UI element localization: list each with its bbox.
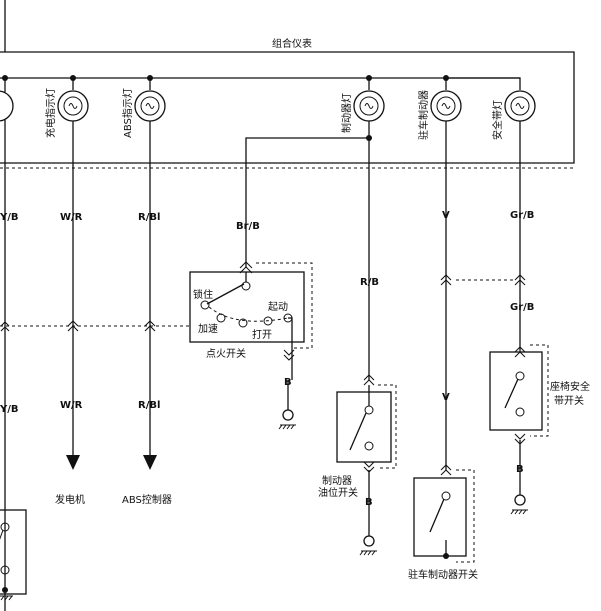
ignition-lock-label: 锁住 xyxy=(193,288,213,301)
wire-label: V xyxy=(442,392,450,403)
ignition-switch-label: 点火开关 xyxy=(206,347,246,360)
wire-label: R/B xyxy=(360,277,379,288)
ignition-start-label: 起动 xyxy=(268,301,288,313)
wire-label: Y/B xyxy=(0,212,19,223)
seatbelt-switch-label-2: 带开关 xyxy=(554,394,584,407)
charge-lamp: 充电指示灯 xyxy=(44,78,89,470)
abs-lamp-label: ABS指示灯 xyxy=(121,88,134,138)
seatbelt-lamp-label: 安全带灯 xyxy=(491,100,504,140)
ignition-switch: 锁住 起动 加速 打开 点火开关 xyxy=(189,262,313,380)
wire-label: R/Bl xyxy=(138,212,160,223)
seatbelt-switch-label-1: 座椅安全 xyxy=(550,380,590,393)
wire-label: W/R xyxy=(60,400,83,411)
brake-fluid-label-1: 制动器 xyxy=(322,474,352,487)
ignition-ground xyxy=(278,380,296,430)
wire-label: W/R xyxy=(60,212,83,223)
charge-lamp-label: 充电指示灯 xyxy=(44,88,57,138)
generator-label: 发电机 xyxy=(55,493,85,506)
connector-dashes xyxy=(0,279,515,327)
wire-labels: Y/B Y/B W/R W/R R/Bl R/Bl Br/B B R/B B V… xyxy=(0,210,534,508)
abs-lamp: ABS指示灯 xyxy=(121,78,166,470)
wire-label: R/Bl xyxy=(138,400,160,411)
seatbelt-lamp: 安全带灯 xyxy=(446,77,536,352)
brake-fluid-switch: 制动器 油位开关 xyxy=(318,384,397,556)
brake-fluid-label-2: 油位开关 xyxy=(318,486,358,499)
ignition-acc-label: 加速 xyxy=(198,323,218,335)
seatbelt-switch: 座椅安全 带开关 xyxy=(489,344,590,515)
wire-label: Gr/B xyxy=(510,210,534,221)
cluster-title: 组合仪表 xyxy=(272,37,312,50)
brake-lamp-label: 制动器灯 xyxy=(340,93,353,133)
wire-label: Y/B xyxy=(0,404,19,415)
ignition-on-label: 打开 xyxy=(252,328,272,341)
parking-brake-switch-label: 驻车制动器开关 xyxy=(408,568,478,581)
combination-meter: 组合仪表 xyxy=(0,0,575,169)
parking-lamp-label: 驻车制动器 xyxy=(417,90,430,140)
brake-lamp: 制动器灯 xyxy=(245,78,385,380)
wire-label: V xyxy=(442,210,450,221)
left-partial-switch xyxy=(0,509,27,601)
abs-controller-label: ABS控制器 xyxy=(122,493,172,506)
wire-label: Gr/B xyxy=(510,302,534,313)
wire-label: Br/B xyxy=(236,221,260,232)
parking-brake-switch: 驻车制动器开关 xyxy=(408,469,478,581)
parking-lamp: 驻车制动器 xyxy=(417,78,462,470)
left-lamp xyxy=(0,78,14,611)
